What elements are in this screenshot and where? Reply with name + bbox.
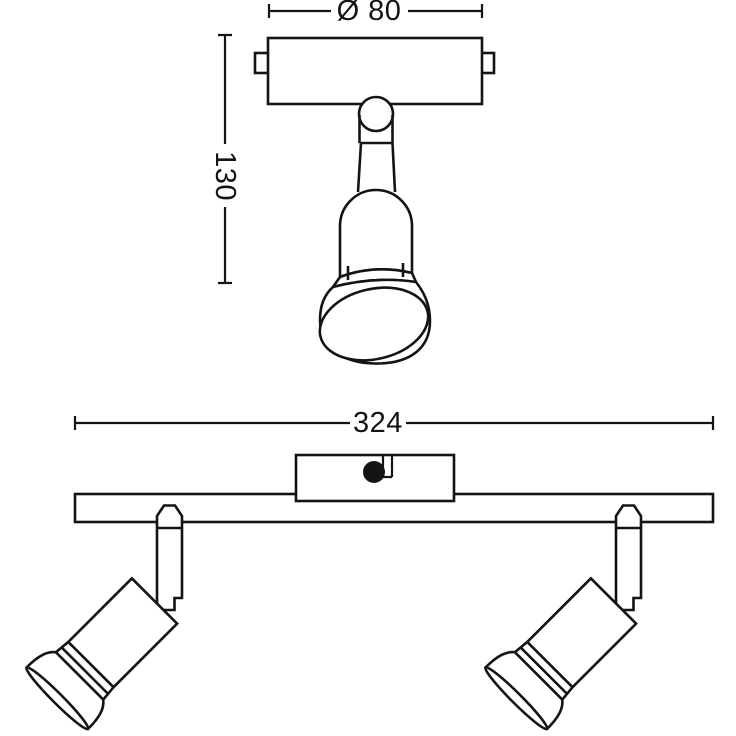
lamp-face: [318, 286, 430, 362]
dimension-line-height: [218, 33, 232, 285]
spot-left: [21, 504, 187, 734]
canopy-plate: [266, 36, 484, 106]
lamp-body: [338, 188, 414, 279]
cable-entry-dot: [363, 461, 385, 483]
dimension-fixture-height: 130: [209, 33, 241, 285]
dimension-label-length: 324: [353, 407, 403, 439]
spot-stem: [356, 115, 397, 193]
swivel-ball-joint: [357, 95, 395, 133]
dimension-line-diameter: [267, 4, 484, 18]
spot-right: [480, 504, 646, 734]
dimension-bar-length: 324: [73, 407, 715, 439]
dimension-label-diameter: Ø 80: [337, 0, 402, 27]
lamp-band-detail: [346, 263, 405, 280]
bar-spot-view: 324: [21, 407, 715, 734]
dimension-label-height: 130: [209, 151, 241, 201]
dimension-line-length: [73, 416, 715, 430]
dimension-canopy-diameter: Ø 80: [267, 0, 484, 27]
single-spot-view: Ø 80 130: [209, 0, 496, 365]
